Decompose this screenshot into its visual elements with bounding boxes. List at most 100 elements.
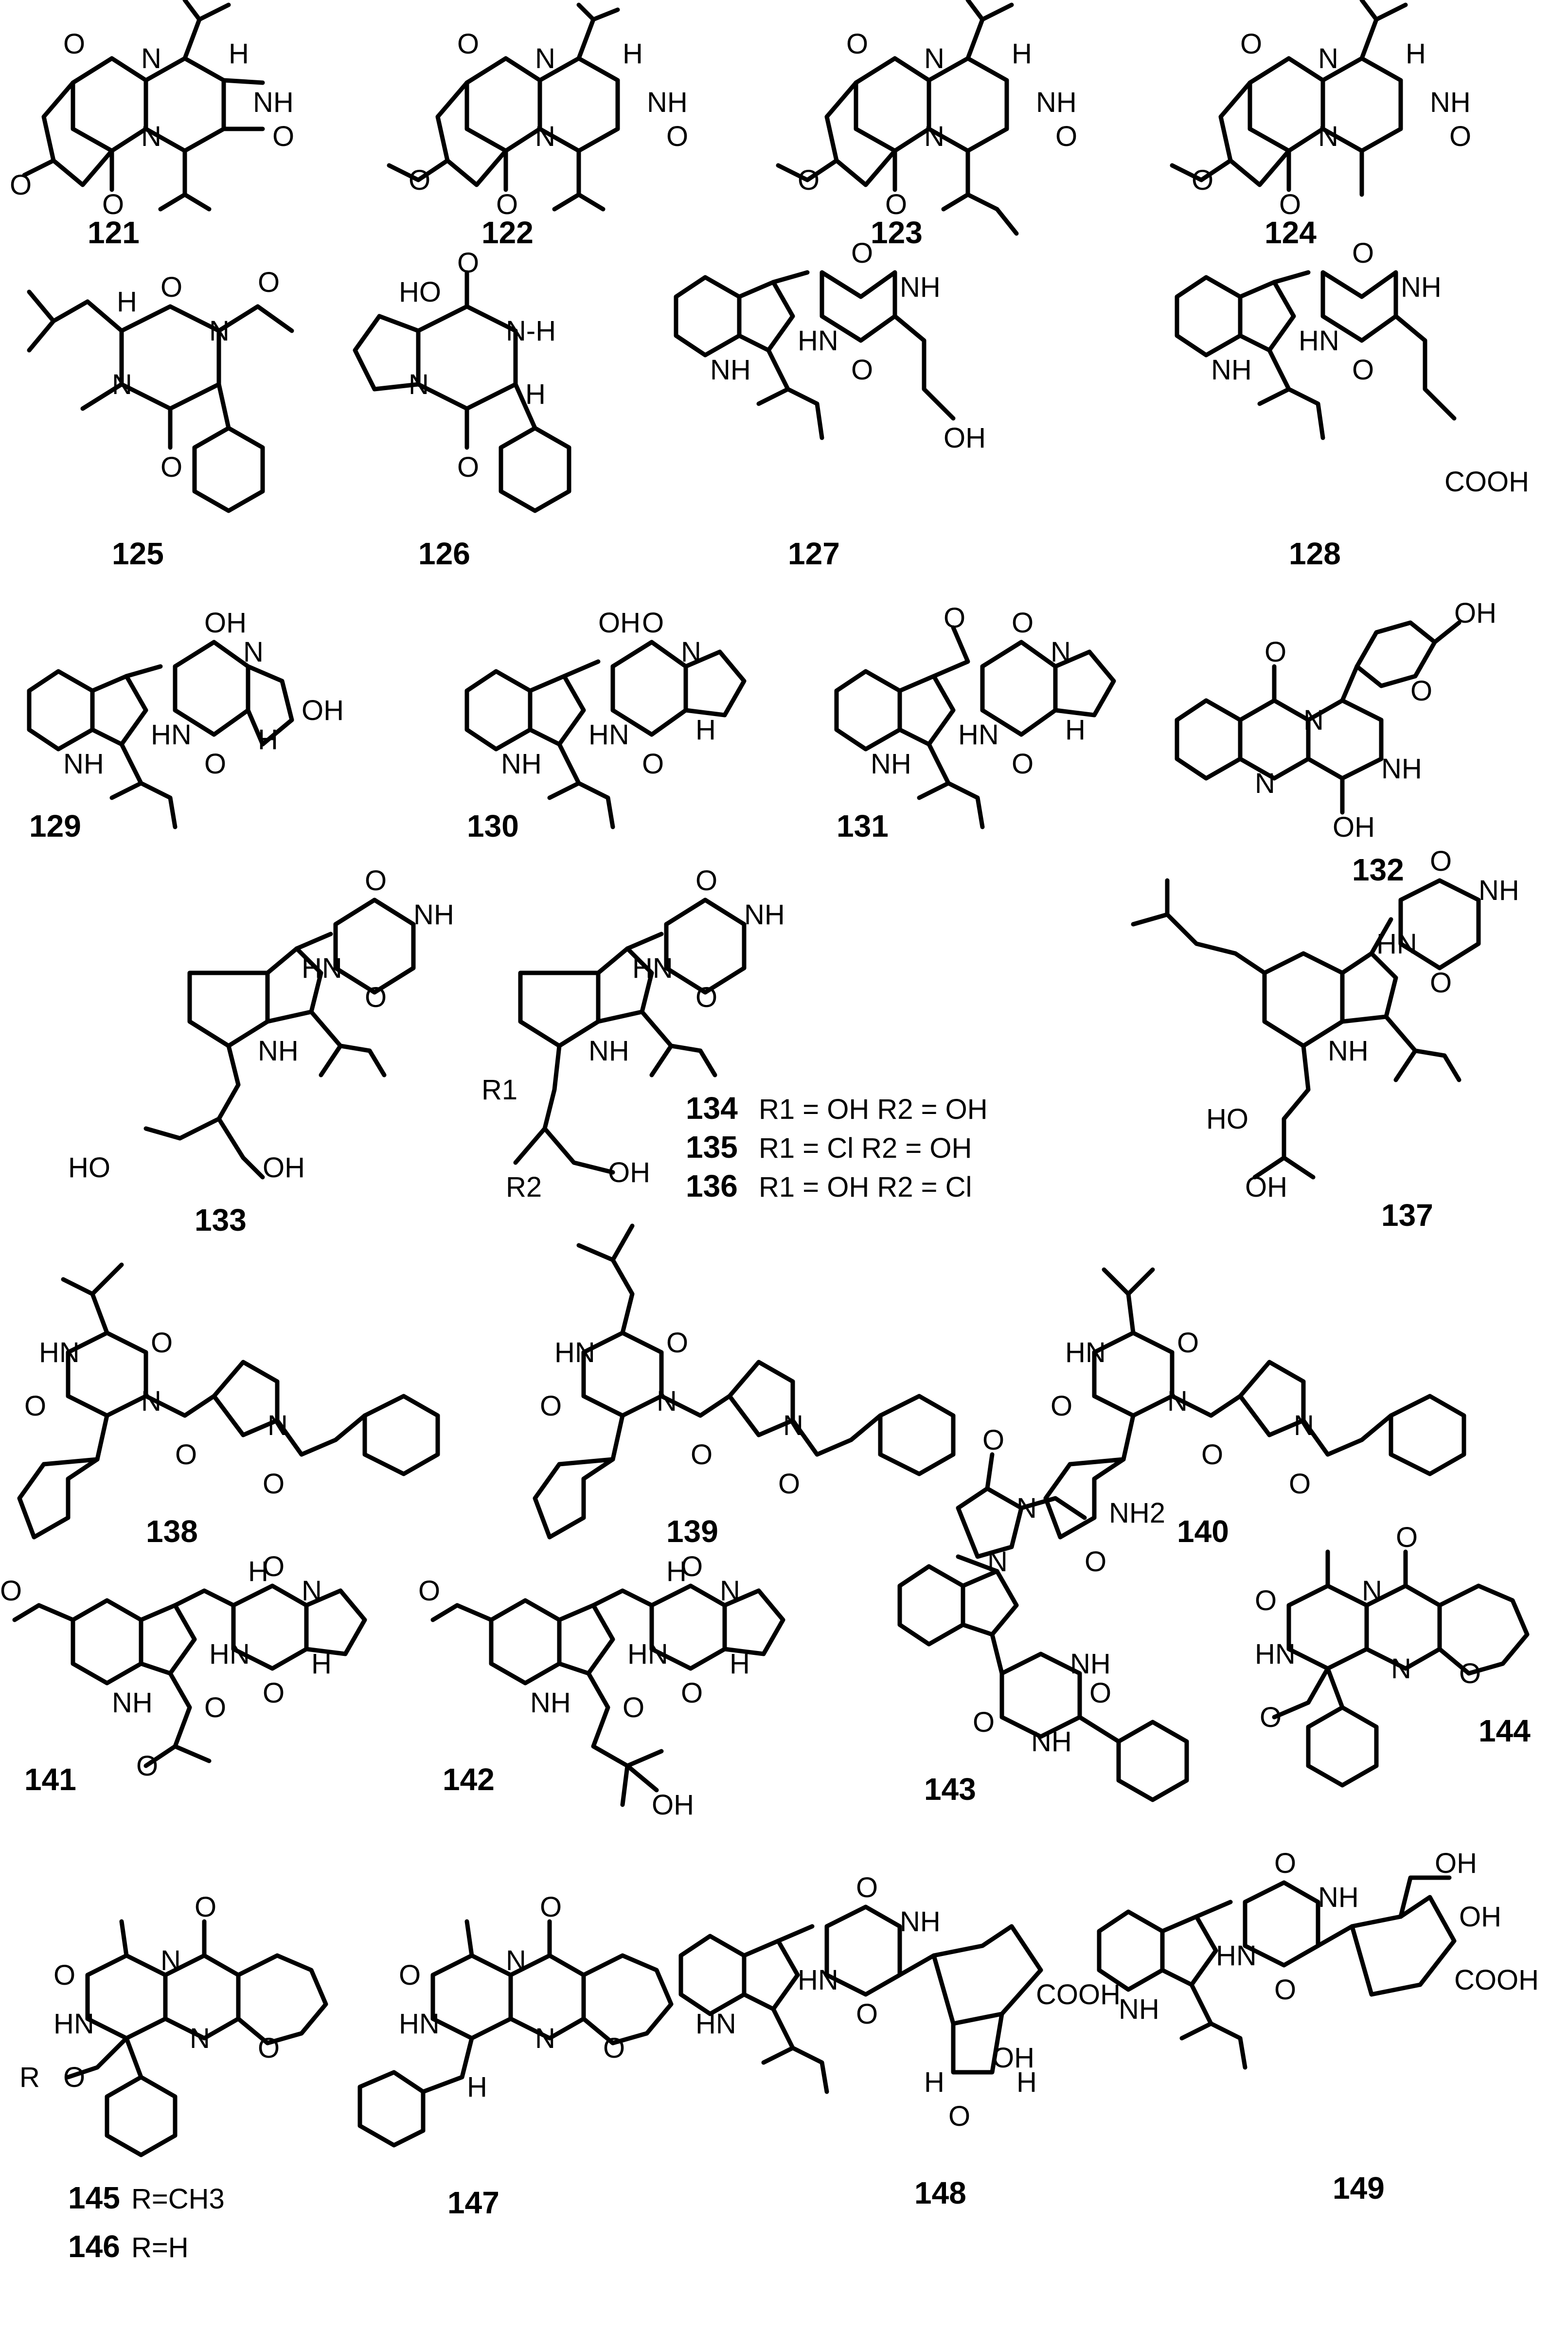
structure-147: O O N HN N O H 147 bbox=[357, 1891, 674, 2220]
atom-label: O bbox=[1430, 967, 1452, 999]
atom-label: HO bbox=[68, 1152, 110, 1184]
atom-label: N bbox=[535, 2023, 555, 2054]
atom-label: NH bbox=[900, 271, 941, 303]
atom-label: O bbox=[856, 1998, 878, 2030]
atom-label: N bbox=[141, 1385, 161, 1417]
structure-148: O NH HN O HN COOH OH H H O 148 bbox=[678, 1872, 1121, 2210]
atom-label: O bbox=[1012, 748, 1033, 780]
atom-label: O bbox=[1201, 1439, 1223, 1471]
compound-id: 137 bbox=[1381, 1198, 1433, 1233]
atom-label: H bbox=[1065, 714, 1086, 746]
atom-label: O bbox=[160, 271, 182, 303]
compound-id: 122 bbox=[481, 215, 534, 250]
atom-label: O bbox=[1240, 28, 1262, 60]
compound-id: 127 bbox=[788, 536, 840, 571]
atom-label: NH bbox=[1479, 875, 1519, 906]
atom-label: HN bbox=[798, 1964, 838, 1996]
atom-label: NH bbox=[1211, 354, 1252, 386]
atom-label: NH bbox=[1401, 271, 1442, 303]
compound-id: 142 bbox=[443, 1762, 495, 1797]
atom-label: HN bbox=[958, 719, 999, 751]
atom-label: N bbox=[160, 1945, 181, 1976]
structure-143: O N O NH2 N NH O O NH 143 bbox=[897, 1424, 1189, 1807]
atom-label: OH bbox=[204, 607, 247, 639]
atom-label: NH bbox=[588, 1035, 629, 1067]
compound-id: 140 bbox=[1177, 1514, 1229, 1549]
structure-121: O N NH N O O O H 121 bbox=[10, 0, 294, 250]
structure-126: HO O N-H N O H 126 bbox=[353, 247, 571, 571]
atom-label: N-H bbox=[506, 315, 556, 347]
structure-127: O NH HN O NH OH 127 bbox=[674, 237, 986, 571]
structure-133: O NH HN O NH HO OH 133 bbox=[68, 865, 454, 1238]
atom-label: O bbox=[1255, 1585, 1277, 1616]
atom-label: N bbox=[1167, 1385, 1188, 1417]
atom-label: HN bbox=[588, 719, 629, 751]
atom-label: N bbox=[657, 1385, 677, 1417]
atom-label: N bbox=[112, 369, 132, 400]
atom-label: N bbox=[267, 1410, 288, 1441]
atom-label: HN bbox=[209, 1638, 250, 1670]
atom-label: N bbox=[243, 636, 264, 668]
atom-label: O bbox=[263, 1551, 285, 1582]
atom-label: NH bbox=[1430, 87, 1471, 118]
atom-label: O bbox=[160, 451, 182, 483]
atom-label: O bbox=[623, 1692, 644, 1723]
atom-label: NH bbox=[900, 1906, 941, 1938]
structure-124: O N NH N O O O H 124 bbox=[1170, 0, 1471, 250]
atom-label: O bbox=[1260, 1702, 1282, 1733]
atom-label: H bbox=[258, 724, 278, 755]
compound-id: 121 bbox=[88, 215, 140, 250]
atom-label: O bbox=[856, 1872, 878, 1903]
structure-125: O N O N O H 125 bbox=[27, 267, 294, 571]
atom-label: H bbox=[229, 38, 249, 70]
atom-label: O bbox=[409, 164, 430, 196]
atom-label: NH bbox=[710, 354, 751, 386]
atom-label: N bbox=[1294, 1410, 1314, 1441]
atom-label: HN bbox=[627, 1638, 668, 1670]
structure-138: HN O O N O N O 138 bbox=[17, 1262, 440, 1549]
atom-label: OH bbox=[263, 1152, 305, 1184]
structure-132: O O NH N N OH OH 132 bbox=[1175, 597, 1497, 887]
atom-label: N bbox=[924, 43, 944, 74]
atom-label: NH bbox=[501, 748, 542, 780]
atom-label: HN bbox=[1299, 325, 1339, 357]
atom-label: O bbox=[695, 982, 717, 1013]
atom-label: N bbox=[1318, 43, 1338, 74]
atom-label: H bbox=[924, 2066, 944, 2098]
atom-label: H bbox=[1012, 38, 1032, 70]
compound-id: 132 bbox=[1352, 852, 1404, 887]
atom-label: O bbox=[603, 2032, 625, 2064]
structure-140: HN O O N O N O 140 bbox=[1043, 1267, 1466, 1549]
atom-label: O bbox=[1410, 675, 1432, 707]
atom-label: OH bbox=[944, 422, 986, 454]
atom-label: O bbox=[851, 237, 873, 269]
atom-label: O bbox=[151, 1327, 173, 1359]
atom-label: NH bbox=[1119, 1993, 1159, 2025]
compound-id: 126 bbox=[418, 536, 470, 571]
atom-label: OH bbox=[1454, 597, 1497, 629]
compound-id: 124 bbox=[1265, 215, 1317, 250]
atom-label: OH bbox=[598, 607, 641, 639]
atom-label: O bbox=[136, 1750, 158, 1782]
atom-label: O bbox=[642, 748, 664, 780]
atom-label: O bbox=[204, 748, 226, 780]
atom-label: O bbox=[457, 451, 479, 483]
atom-label: O bbox=[1085, 1546, 1106, 1578]
atom-label: O bbox=[948, 2100, 970, 2132]
structure-131: O O N HN O NH H 131 bbox=[834, 602, 1116, 843]
atom-label: O bbox=[1289, 1468, 1311, 1500]
atom-label: O bbox=[195, 1891, 216, 1923]
compound-id: 129 bbox=[29, 808, 81, 843]
atom-label: O bbox=[1012, 607, 1033, 639]
structure-144: O O N HN N O O 144 bbox=[1255, 1522, 1531, 1788]
atom-label: OH bbox=[1459, 1901, 1501, 1933]
atom-label: O bbox=[973, 1706, 995, 1738]
atom-label: N bbox=[506, 1945, 526, 1976]
atom-label: N bbox=[141, 43, 161, 74]
atom-label: H bbox=[467, 2071, 487, 2103]
atom-label: H bbox=[730, 1648, 750, 1680]
compound-id: 133 bbox=[195, 1202, 247, 1238]
atom-label: HN bbox=[554, 1337, 595, 1368]
